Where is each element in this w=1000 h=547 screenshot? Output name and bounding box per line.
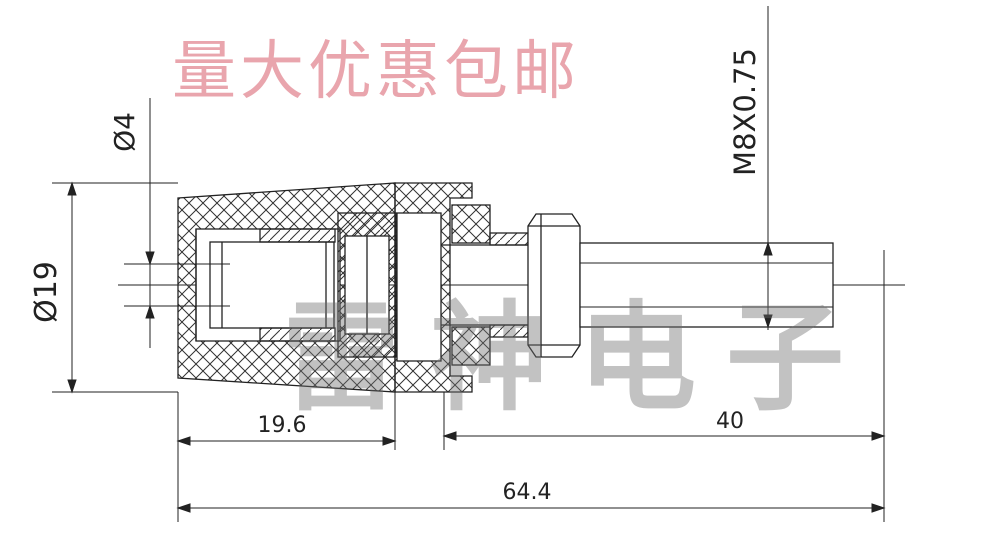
promo-banner-text: 量大优惠包邮 [172, 35, 580, 109]
insulator-sleeve [337, 212, 397, 358]
dimension-lines [52, 6, 886, 522]
watermark-text: 雷神电子 [282, 289, 875, 427]
label-pin-diameter: Ø4 [108, 112, 141, 152]
threaded-stud [441, 242, 834, 328]
label-head-length: 19.6 [258, 413, 307, 438]
panel-flange [394, 182, 529, 393]
label-thread-spec: M8X0.75 [728, 48, 762, 176]
label-body-diameter: Ø19 [29, 261, 64, 323]
hex-nut [527, 213, 581, 358]
label-thread-length: 40 [716, 409, 744, 434]
label-total-length: 64.4 [503, 480, 552, 505]
